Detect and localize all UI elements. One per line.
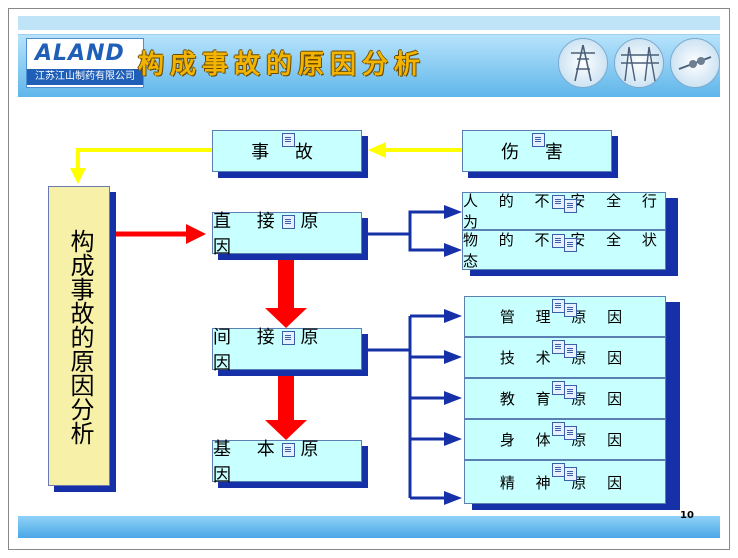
- mental-cause-label: 精 神 原 因: [499, 473, 631, 492]
- company-name: 江苏江山制药有限公司: [27, 69, 143, 85]
- injury-label: 伤 害: [501, 142, 573, 163]
- analysis-vertical-box: 构成事故的原因分析: [48, 186, 110, 486]
- behavior-arrowhead: [444, 205, 462, 219]
- analysis-vertical-label: 构成事故的原因分析: [66, 229, 94, 445]
- state-arrowhead: [444, 243, 462, 257]
- document-icon: [282, 331, 295, 345]
- logo-mark: ALAND: [35, 41, 125, 66]
- document-icon: [564, 238, 577, 252]
- technical-arrowhead: [444, 350, 462, 364]
- direct-to-indirect-arrow: [278, 254, 294, 310]
- education-arrowhead: [444, 391, 462, 405]
- management-arrowhead: [444, 309, 462, 323]
- direct-to-behavior-line: [364, 210, 448, 236]
- document-icon: [564, 303, 577, 317]
- education-cause-label: 教 育 原 因: [499, 390, 631, 408]
- document-icon: [282, 443, 295, 457]
- document-icon: [552, 381, 565, 395]
- indirect-arrowhead: [265, 308, 307, 328]
- management-cause-label: 管 理 原 因: [499, 308, 631, 326]
- page-title: 构成事故的原因分析: [138, 50, 427, 80]
- document-icon: [282, 133, 295, 147]
- insulator-icon: [670, 38, 720, 88]
- analysis-arrowhead: [70, 168, 86, 184]
- document-icon: [552, 234, 565, 248]
- technical-cause-label: 技 术 原 因: [499, 349, 631, 367]
- power-tower-icon: [558, 38, 608, 88]
- company-logo: ALAND 江苏江山制药有限公司: [26, 38, 144, 88]
- indirect-to-basic-arrow: [278, 370, 294, 422]
- slide-footer-bar: [18, 516, 720, 538]
- mental-arrowhead: [444, 491, 462, 505]
- education-cause-box: 教 育 原 因: [464, 378, 666, 419]
- physical-arrowhead: [444, 432, 462, 446]
- slide-header: ALAND 江苏江山制药有限公司 构成事故的原因分析: [18, 16, 720, 104]
- power-lines-icon: [614, 38, 664, 88]
- page-number: 10: [680, 510, 694, 521]
- direct-to-state-line: [408, 234, 448, 252]
- direct-arrowhead: [186, 224, 206, 244]
- basic-arrowhead: [265, 420, 307, 440]
- document-icon: [564, 199, 577, 213]
- physical-cause-label: 身 体 原 因: [499, 431, 631, 449]
- accident-label: 事 故: [251, 142, 323, 163]
- injury-arrowhead: [368, 142, 386, 158]
- document-icon: [564, 344, 577, 358]
- document-icon: [564, 385, 577, 399]
- document-icon: [564, 467, 577, 481]
- document-icon: [282, 215, 295, 229]
- header-top-strip: [18, 16, 720, 30]
- accident-to-analysis-arrow: [76, 148, 212, 170]
- document-icon: [532, 133, 545, 147]
- document-icon: [564, 426, 577, 440]
